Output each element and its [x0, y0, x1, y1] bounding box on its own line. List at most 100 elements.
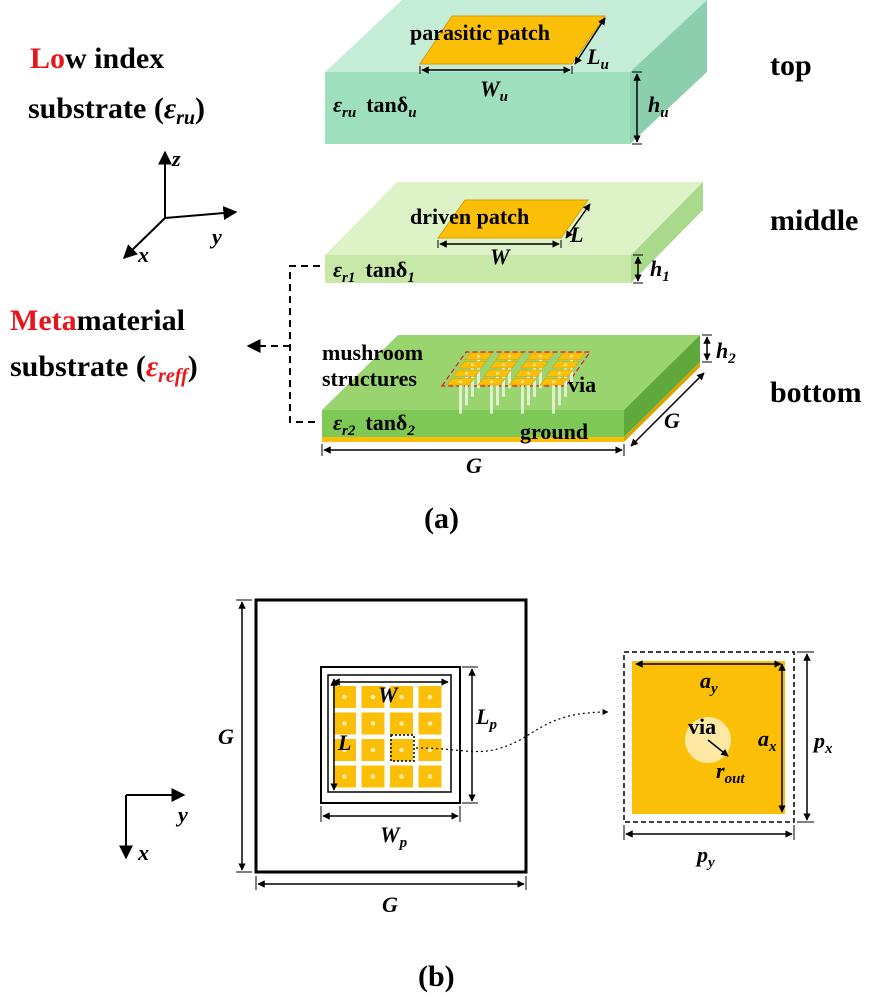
grid-via-dot	[427, 774, 433, 779]
axes-3d: z y x	[122, 146, 238, 267]
grid-via-dot	[342, 747, 347, 753]
driven-patch	[437, 199, 589, 239]
metamaterial-bracket	[246, 265, 320, 423]
mushroom-via-dot	[471, 363, 474, 367]
mushroom-via-dot	[527, 371, 530, 375]
mushroom-via-pillar	[508, 358, 511, 389]
grid-via-dot	[342, 774, 347, 779]
grid-via-dot	[342, 694, 347, 700]
w-dim: W	[332, 678, 449, 707]
driven-patch-label: driven patch	[410, 204, 529, 229]
axes-2d: y x	[119, 788, 188, 865]
mushroom-via-pillar	[527, 375, 530, 406]
top-layer-label: top	[770, 49, 812, 82]
lu-label: Lu	[586, 44, 609, 73]
grid-via-dot	[427, 721, 433, 726]
metamaterial-label: Metamaterial substrate (εreff)	[10, 304, 198, 387]
py-label: py	[695, 842, 715, 871]
mushroom-via-pillar	[564, 366, 567, 397]
grid-via-dot	[399, 774, 404, 779]
mushroom-via-dot	[570, 354, 573, 358]
bottom-layer-label: bottom	[770, 376, 862, 409]
axis-z-label: z	[171, 146, 181, 171]
parasitic-patch	[419, 15, 606, 65]
mushroom-via-dot	[490, 380, 493, 384]
mushroom-via-pillar	[496, 375, 499, 406]
svg-text:W: W	[378, 682, 399, 707]
ground-label: ground	[520, 419, 588, 444]
ground-plane	[322, 437, 624, 442]
l-dim: L	[330, 678, 351, 791]
h1-label: h1	[650, 256, 670, 285]
mushroom-via-pillar	[558, 375, 561, 406]
selected-cell	[390, 734, 415, 762]
mushroom-via-pillar	[459, 383, 462, 414]
svg-text:Wp: Wp	[380, 822, 408, 851]
mushroom-via-dot	[465, 371, 468, 375]
ax-label: ax	[758, 726, 777, 755]
ground-outline	[254, 598, 528, 874]
px-label: px	[812, 728, 833, 757]
mushroom-via-pillar	[552, 383, 555, 414]
zoom-connector	[415, 709, 609, 753]
wu-label: Wu	[480, 76, 508, 105]
svg-text:L: L	[337, 730, 351, 755]
svg-text:substrate (εreff): substrate (εreff)	[10, 350, 198, 387]
svg-text:Metamaterial: Metamaterial	[10, 304, 185, 337]
mushroom-via-pillar	[465, 375, 468, 406]
g-side-label: G	[664, 408, 680, 433]
mushroom-via-dot	[533, 363, 536, 367]
grid-via-dot	[399, 747, 404, 753]
g-bottom-dim: G	[255, 876, 527, 917]
grid-via-dot	[342, 721, 347, 726]
axis2d-x-label: x	[137, 840, 149, 865]
g-left-dim: G	[218, 599, 252, 873]
caption-b: (b)	[418, 960, 455, 993]
unit-cell: via rout ay ax px py	[623, 651, 833, 871]
svg-text:substrate (εru): substrate (εru)	[28, 92, 205, 129]
via-label: via	[568, 372, 596, 397]
mushroom-via-pillar	[477, 358, 480, 389]
g-front-label: G	[466, 453, 482, 478]
grid-via-dot	[399, 694, 404, 700]
grid-via-dot	[399, 721, 404, 726]
wp-dim: Wp	[320, 806, 461, 851]
mushroom-via-pillar	[570, 358, 573, 389]
parasitic-patch-label: parasitic patch	[410, 20, 550, 45]
mushroom-array	[440, 351, 592, 414]
mushroom-via-dot	[477, 354, 480, 358]
mushroom-via-pillar	[471, 366, 474, 397]
ay-label: ay	[700, 668, 718, 697]
axis-y-label: y	[209, 224, 222, 249]
svg-text:G: G	[218, 724, 234, 749]
rout-label: rout	[716, 758, 745, 787]
caption-a: (a)	[424, 502, 459, 535]
mushroom-via-dot	[552, 380, 555, 384]
mushroom-via-dot	[564, 363, 567, 367]
mushroom-via-dot	[459, 380, 462, 384]
mushroom-via-dot	[508, 354, 511, 358]
mushroom-via-dot	[496, 371, 499, 375]
svg-text:G: G	[382, 892, 398, 917]
mushroom-via-pillar	[533, 366, 536, 397]
substrate-outline	[320, 666, 461, 804]
mushroom-via-dot	[539, 354, 542, 358]
grid-via-dot	[370, 747, 376, 753]
middle-layer-label: middle	[770, 204, 858, 237]
l-label: L	[569, 222, 583, 247]
w-label: W	[490, 244, 511, 269]
mushroom-label-2: structures	[322, 366, 417, 391]
svg-text:Lp: Lp	[475, 704, 497, 733]
mushroom-via-pillar	[539, 358, 542, 389]
mushroom-via-pillar	[502, 366, 505, 397]
axis2d-y-label: y	[175, 802, 188, 827]
mushroom-via-dot	[521, 380, 524, 384]
grid-via-dot	[427, 694, 433, 700]
